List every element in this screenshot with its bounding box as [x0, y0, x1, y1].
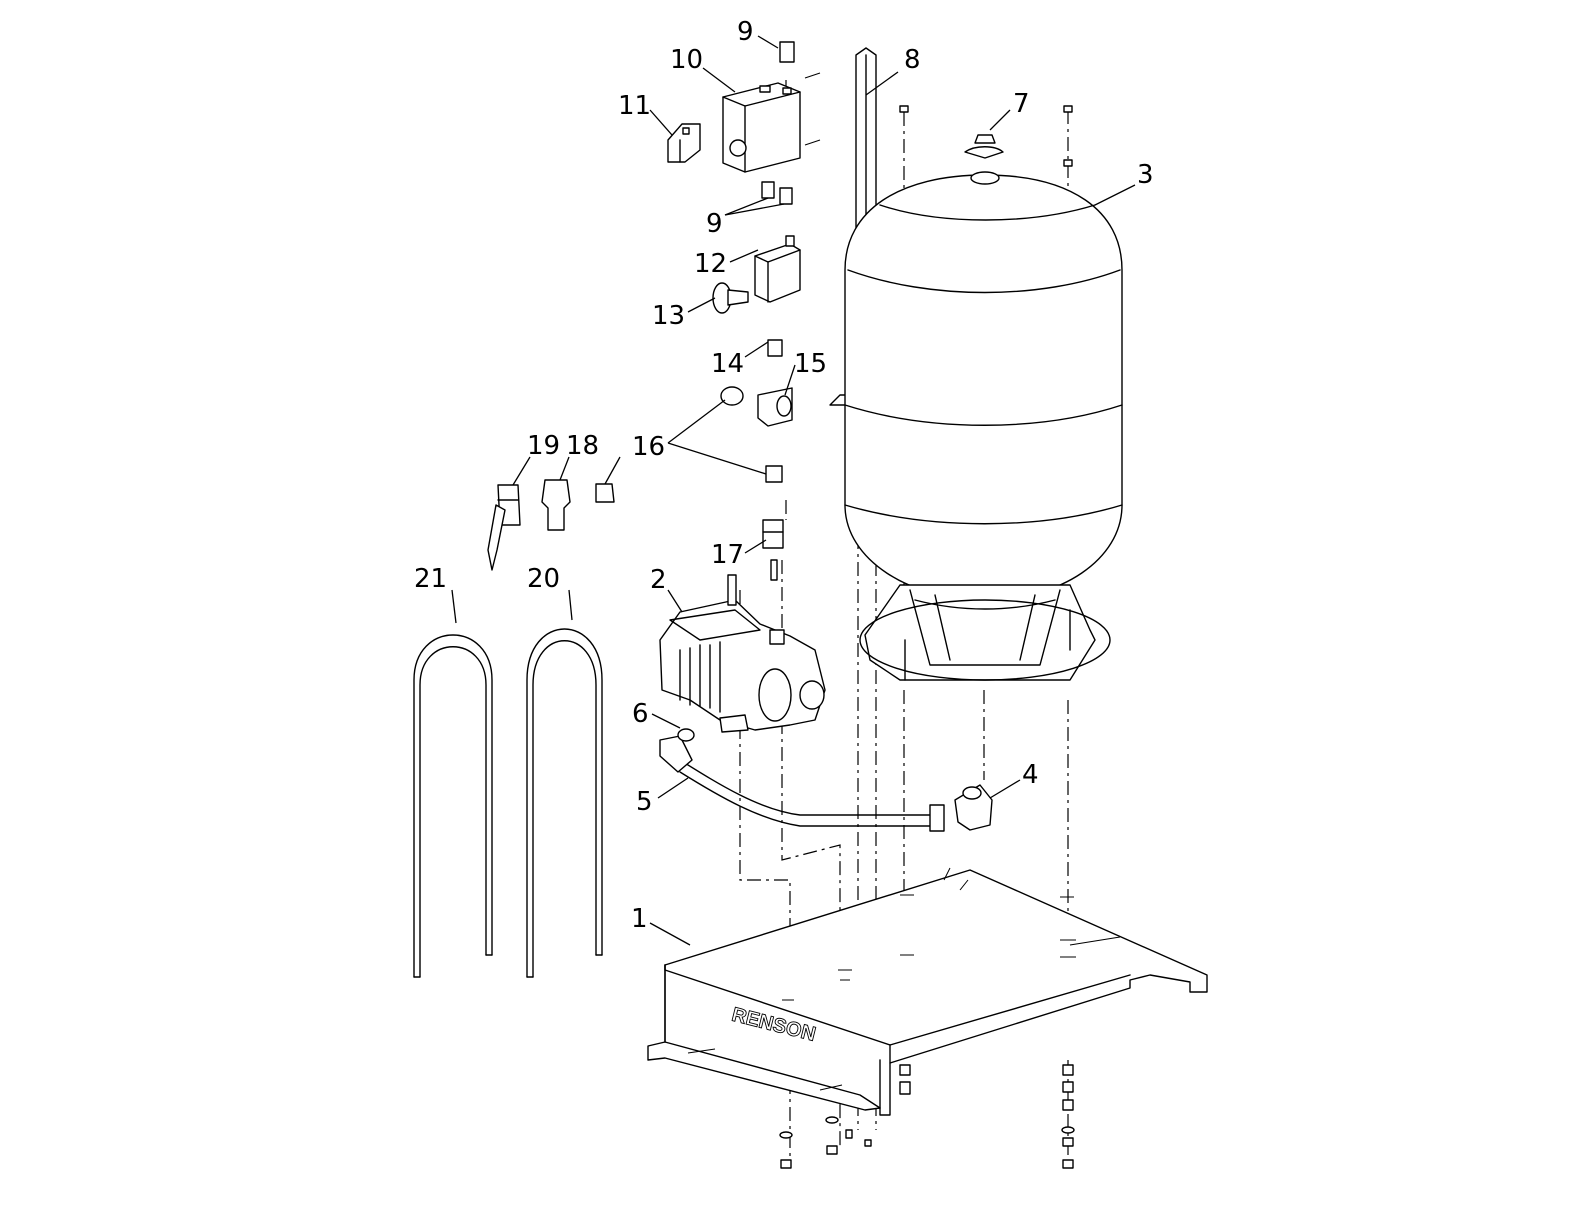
hose-assembly: [659, 728, 993, 832]
air-valve: [964, 134, 1004, 159]
callout-1: 1: [631, 904, 648, 934]
callout-9-top: 9: [737, 17, 754, 47]
fastener-hardware: [779, 105, 1075, 1169]
callout-21: 21: [414, 564, 447, 594]
callout-2: 2: [650, 565, 667, 595]
pump-motor: [659, 574, 826, 733]
u-tube-right: [526, 628, 603, 978]
callout-7: 7: [1013, 89, 1030, 119]
pressure-gauge: [712, 282, 749, 314]
callout-16: 16: [632, 432, 665, 462]
callout-11: 11: [618, 91, 651, 121]
pressure-vessel: [844, 171, 1123, 681]
callout-19: 19: [527, 431, 560, 461]
callout-6: 6: [632, 699, 649, 729]
callout-8: 8: [904, 45, 921, 75]
callout-14: 14: [711, 349, 744, 379]
callout-12: 12: [694, 249, 727, 279]
ball-valve-and-adapters: [487, 479, 615, 571]
callout-9-bottom: 9: [706, 209, 723, 239]
terminal-block: [667, 123, 701, 163]
callout-4: 4: [1022, 760, 1039, 790]
base-plate: RENSON: [647, 867, 1208, 1116]
callout-5: 5: [636, 787, 653, 817]
callout-3: 3: [1137, 160, 1154, 190]
pipe-fittings: [720, 339, 793, 581]
callout-13: 13: [652, 301, 685, 331]
callout-15: 15: [794, 349, 827, 379]
callout-18: 18: [566, 431, 599, 461]
callout-10: 10: [670, 45, 703, 75]
switch-box: [722, 72, 821, 173]
leader-lines: [451, 35, 1136, 946]
pressure-switch: [754, 235, 801, 303]
callout-17: 17: [711, 540, 744, 570]
cable-glands: [761, 41, 795, 205]
callout-20: 20: [527, 564, 560, 594]
callout-labels: 1 2 3 4 5 6 7 8 9 9 10 11 12 13 14 15 16…: [414, 17, 1154, 934]
u-tube-left: [413, 634, 493, 978]
